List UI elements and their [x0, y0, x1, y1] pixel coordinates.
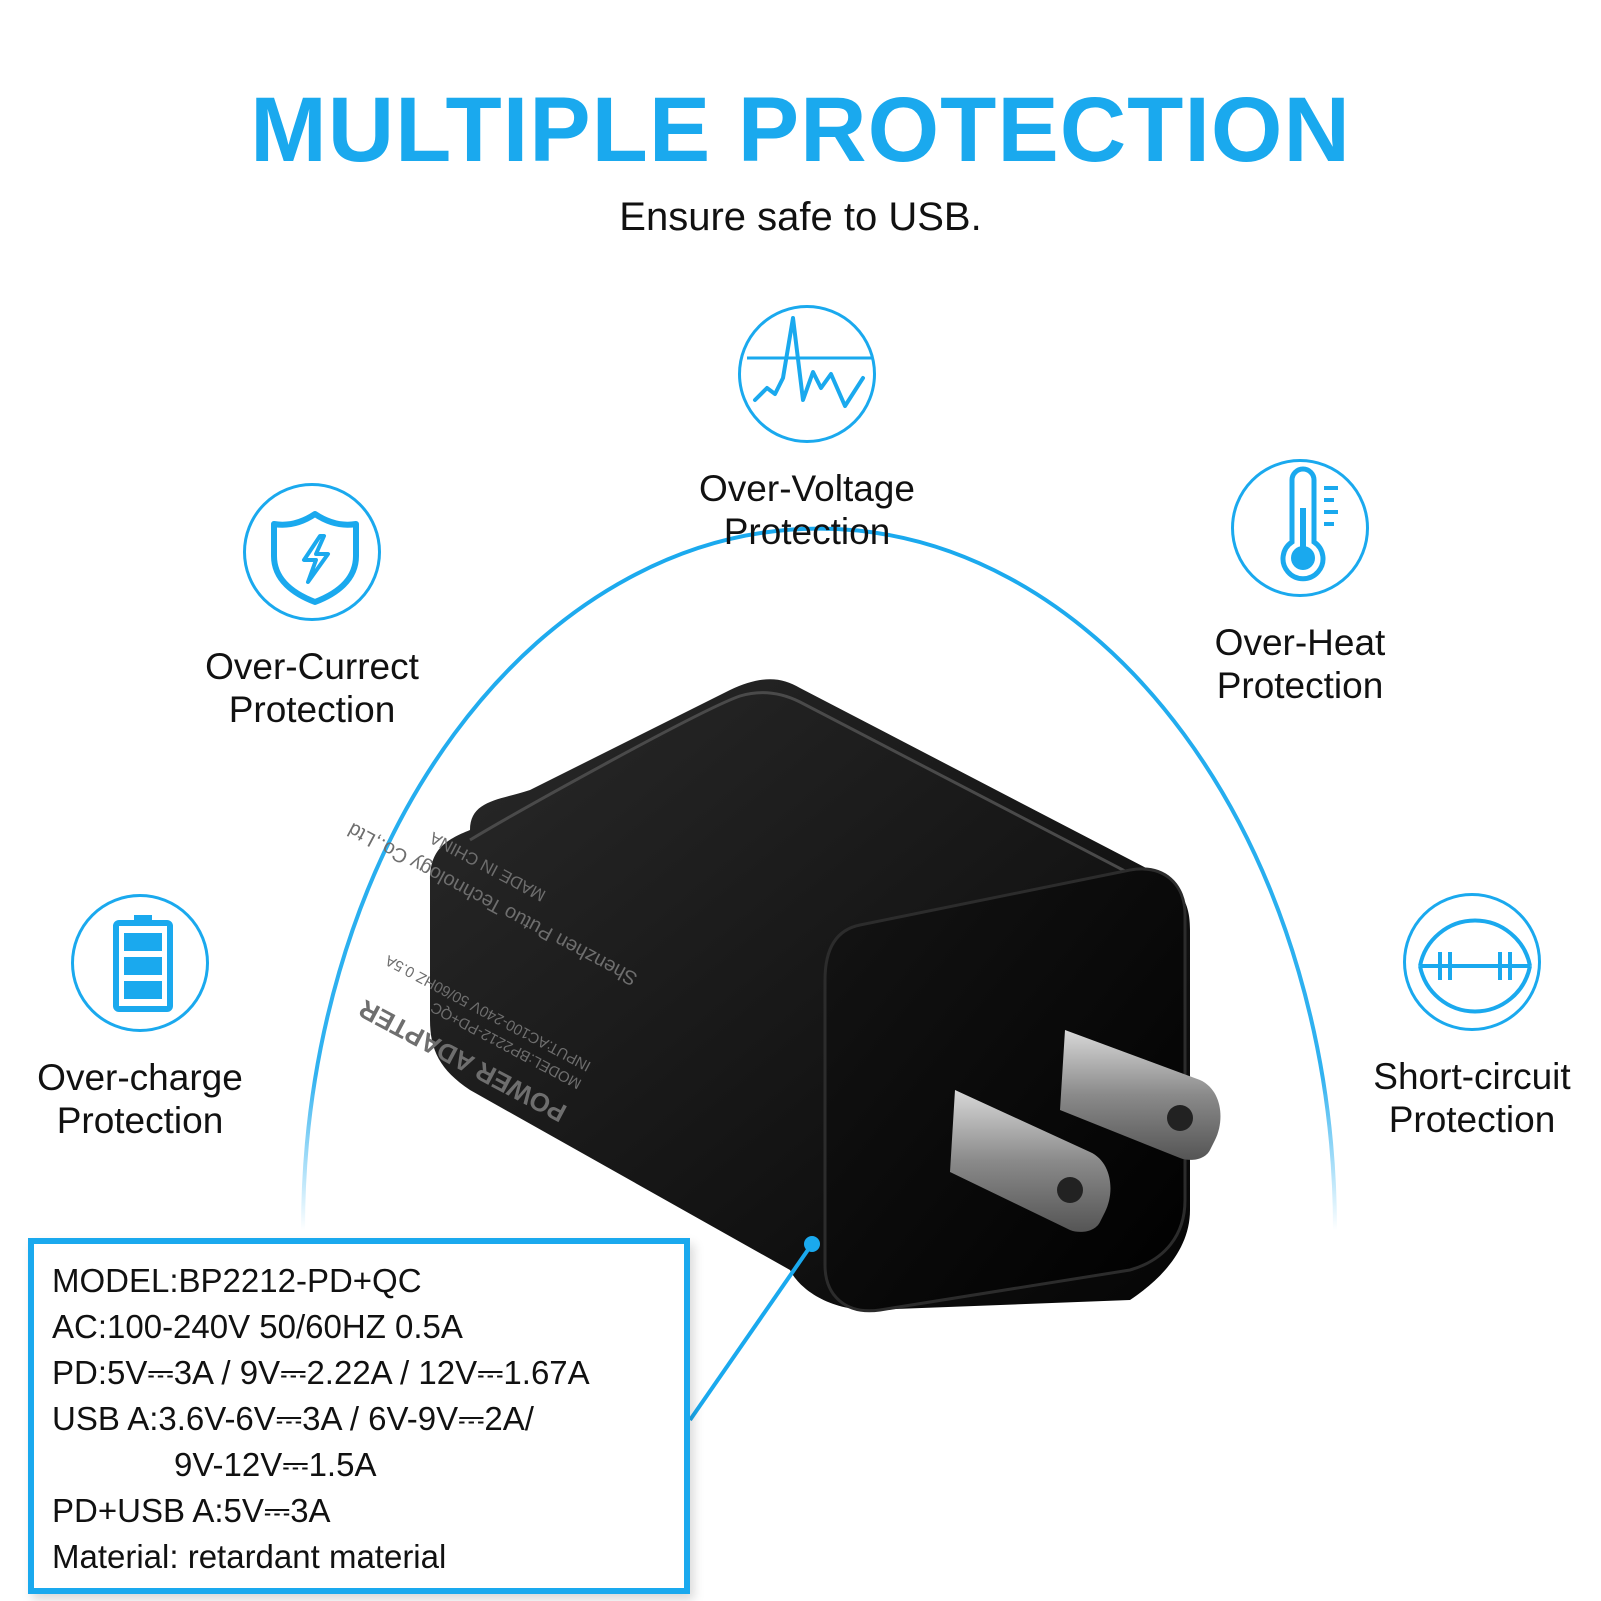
feature-label-line1: Over-Heat — [1214, 622, 1386, 663]
thermometer-icon — [1280, 466, 1338, 582]
feature-label-line1: Over-charge — [37, 1057, 243, 1098]
feature-label-line2: Protection — [1388, 1099, 1556, 1140]
spec-model: MODEL:BP2212-PD+QC — [52, 1262, 422, 1299]
feature-label-line2: Protection — [56, 1100, 224, 1141]
feature-short-circuit: Short-circuit Protection — [1322, 893, 1601, 1141]
shield-lightning-icon — [271, 511, 359, 605]
feature-label-line1: Short-circuit — [1373, 1056, 1571, 1097]
battery-icon — [113, 915, 173, 1012]
feature-label-line2: Protection — [228, 689, 396, 730]
spec-material: Material: retardant material — [52, 1538, 447, 1575]
feature-label-line2: Protection — [1216, 665, 1384, 706]
spec-pd: PD:5V⎓3A / 9V⎓2.22A / 12V⎓1.67A — [52, 1354, 590, 1391]
feature-over-current: Over-Currect Protection — [162, 483, 462, 731]
spec-box: MODEL:BP2212-PD+QC AC:100-240V 50/60HZ 0… — [28, 1238, 690, 1594]
feature-label-line2: Protection — [723, 511, 891, 552]
spec-ac: AC:100-240V 50/60HZ 0.5A — [52, 1308, 463, 1345]
spec-pd-usb: PD+USB A:5V⎓3A — [52, 1492, 331, 1529]
page-subtitle: Ensure safe to USB. — [619, 195, 982, 239]
heartbeat-wave-icon — [747, 316, 873, 408]
page-title: MULTIPLE PROTECTION — [250, 79, 1351, 181]
spec-usb-a: USB A:3.6V-6V⎓3A / 6V-9V⎓2A/ — [52, 1400, 534, 1437]
resistor-circuit-icon — [1418, 918, 1532, 1014]
feature-label-line1: Over-Voltage — [699, 468, 915, 509]
feature-over-heat: Over-Heat Protection — [1150, 459, 1450, 707]
feature-label-line1: Over-Currect — [205, 646, 419, 687]
feature-over-charge: Over-charge Protection — [0, 894, 290, 1142]
feature-over-voltage: Over-Voltage Protection — [657, 305, 957, 553]
spec-usb-a-cont: 9V-12V⎓1.5A — [174, 1446, 377, 1483]
